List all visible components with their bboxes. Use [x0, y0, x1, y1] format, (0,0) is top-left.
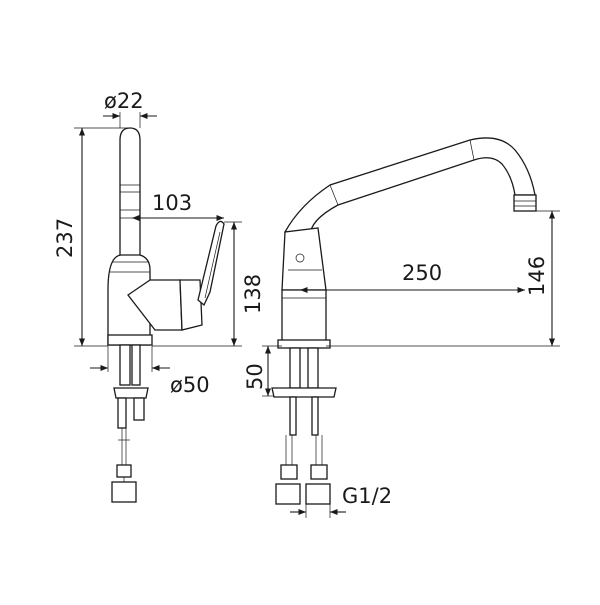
total-height-label: 237 — [53, 218, 77, 258]
lever-reach-label: 103 — [152, 191, 192, 215]
body-height-label: 138 — [241, 274, 265, 314]
stem-diameter-label: ø22 — [104, 89, 144, 113]
front-view: 250 146 50 G1/2 — [243, 137, 560, 518]
side-view: ø22 103 237 138 ø50 — [53, 89, 265, 503]
base-diameter-label: ø50 — [170, 373, 210, 397]
spout-reach-label: 250 — [402, 261, 442, 285]
spout-height-label: 146 — [525, 256, 549, 296]
connection-thread-label: G1/2 — [342, 484, 392, 508]
mounting-depth-label: 50 — [243, 363, 267, 390]
